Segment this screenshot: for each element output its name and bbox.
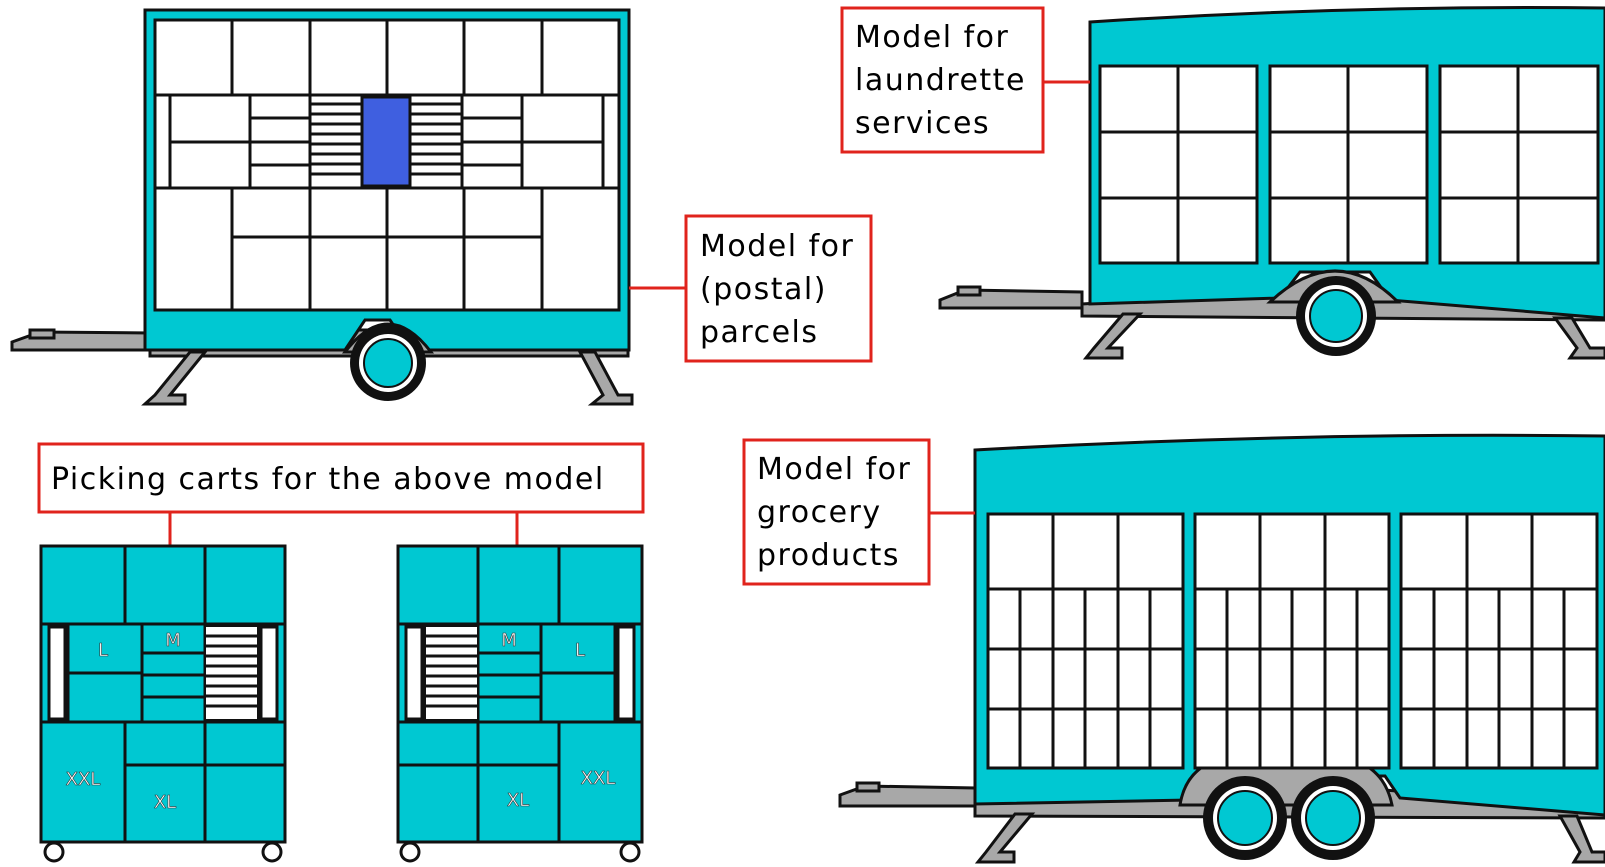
right-cart-label-xl: XL: [507, 790, 529, 811]
laundrette-trailer: [938, 6, 1605, 360]
right-cart-drawers: [424, 625, 479, 721]
grocery-front-wheel-hub: [1217, 790, 1273, 846]
left-cart-label-m: M: [165, 630, 181, 651]
grocery-compartments: [986, 512, 1599, 770]
right-cart-casters: [399, 841, 641, 863]
parcels-callout-line-1: Model for: [700, 229, 854, 264]
left-cart-drawers: [204, 625, 259, 721]
parcels-callout-line-2: (postal): [700, 272, 827, 307]
left-cart-rails: [47, 625, 279, 721]
parcels-trailer: [10, 8, 634, 406]
laundrette-wheel-hub: [1309, 289, 1363, 343]
laundrette-callout: Model for laundrette services: [840, 6, 1045, 154]
parcels-callout: Model for (postal) parcels: [684, 214, 873, 363]
left-cart-label-xl: XL: [154, 792, 176, 813]
laundrette-compartments: [1098, 64, 1600, 265]
parcels-drawer-stripes: [310, 102, 462, 176]
right-cart-compartments: [398, 546, 642, 842]
grocery-callout-line-2: grocery: [757, 495, 882, 530]
laundrette-callout-line-1: Model for: [855, 20, 1009, 55]
grocery-trailer: [838, 433, 1605, 864]
right-cart-label-m: M: [501, 630, 517, 651]
picking-callout-text: Picking carts for the above model: [51, 462, 605, 497]
parcels-wheel-hub: [363, 338, 413, 388]
right-cart-label-l: L: [575, 640, 585, 661]
picking-callout: Picking carts for the above model: [37, 442, 645, 514]
left-cart-label-l: L: [98, 640, 108, 661]
left-cart-label-xxl: XXL: [66, 769, 101, 790]
parcels-callout-line-3: parcels: [700, 315, 819, 350]
right-cart-label-xxl: XXL: [581, 768, 616, 789]
parcels-highlight-slot: [360, 95, 412, 188]
left-cart-compartments: [41, 546, 285, 842]
laundrette-callout-line-3: services: [855, 106, 990, 141]
grocery-callout-line-1: Model for: [757, 452, 911, 487]
right-cart-rails: [404, 625, 636, 721]
grocery-rear-wheel-hub: [1305, 790, 1361, 846]
laundrette-callout-line-2: laundrette: [855, 63, 1026, 98]
picking-cart-left: L M XXL XL: [39, 544, 287, 863]
grocery-callout-line-3: products: [757, 538, 900, 573]
picking-cart-right: M L XXL XL: [396, 544, 644, 863]
left-cart-casters: [43, 841, 283, 863]
grocery-callout: Model for grocery products: [742, 438, 931, 586]
